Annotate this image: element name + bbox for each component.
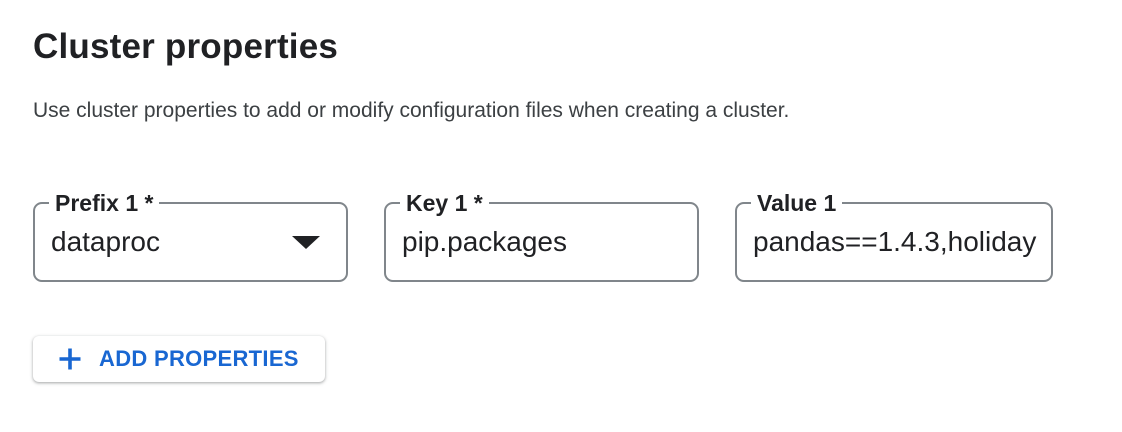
property-row: Prefix 1 * dataproc Key 1 * Value 1 [33,189,1122,282]
section-description: Use cluster properties to add or modify … [33,99,790,122]
add-properties-button[interactable]: ADD PROPERTIES [33,336,325,382]
value-field: Value 1 [735,189,1053,282]
page-title: Cluster properties [33,27,339,66]
add-properties-label: ADD PROPERTIES [99,346,299,371]
key-field: Key 1 * [384,189,699,282]
prefix-label: Prefix 1 * [49,189,160,217]
prefix-selected-value: dataproc [51,226,160,257]
value-label: Value 1 [751,189,843,217]
caret-down-icon [292,236,320,249]
key-label: Key 1 * [400,189,489,217]
plus-icon [59,348,81,370]
prefix-dropdown[interactable]: Prefix 1 * dataproc [33,189,348,282]
